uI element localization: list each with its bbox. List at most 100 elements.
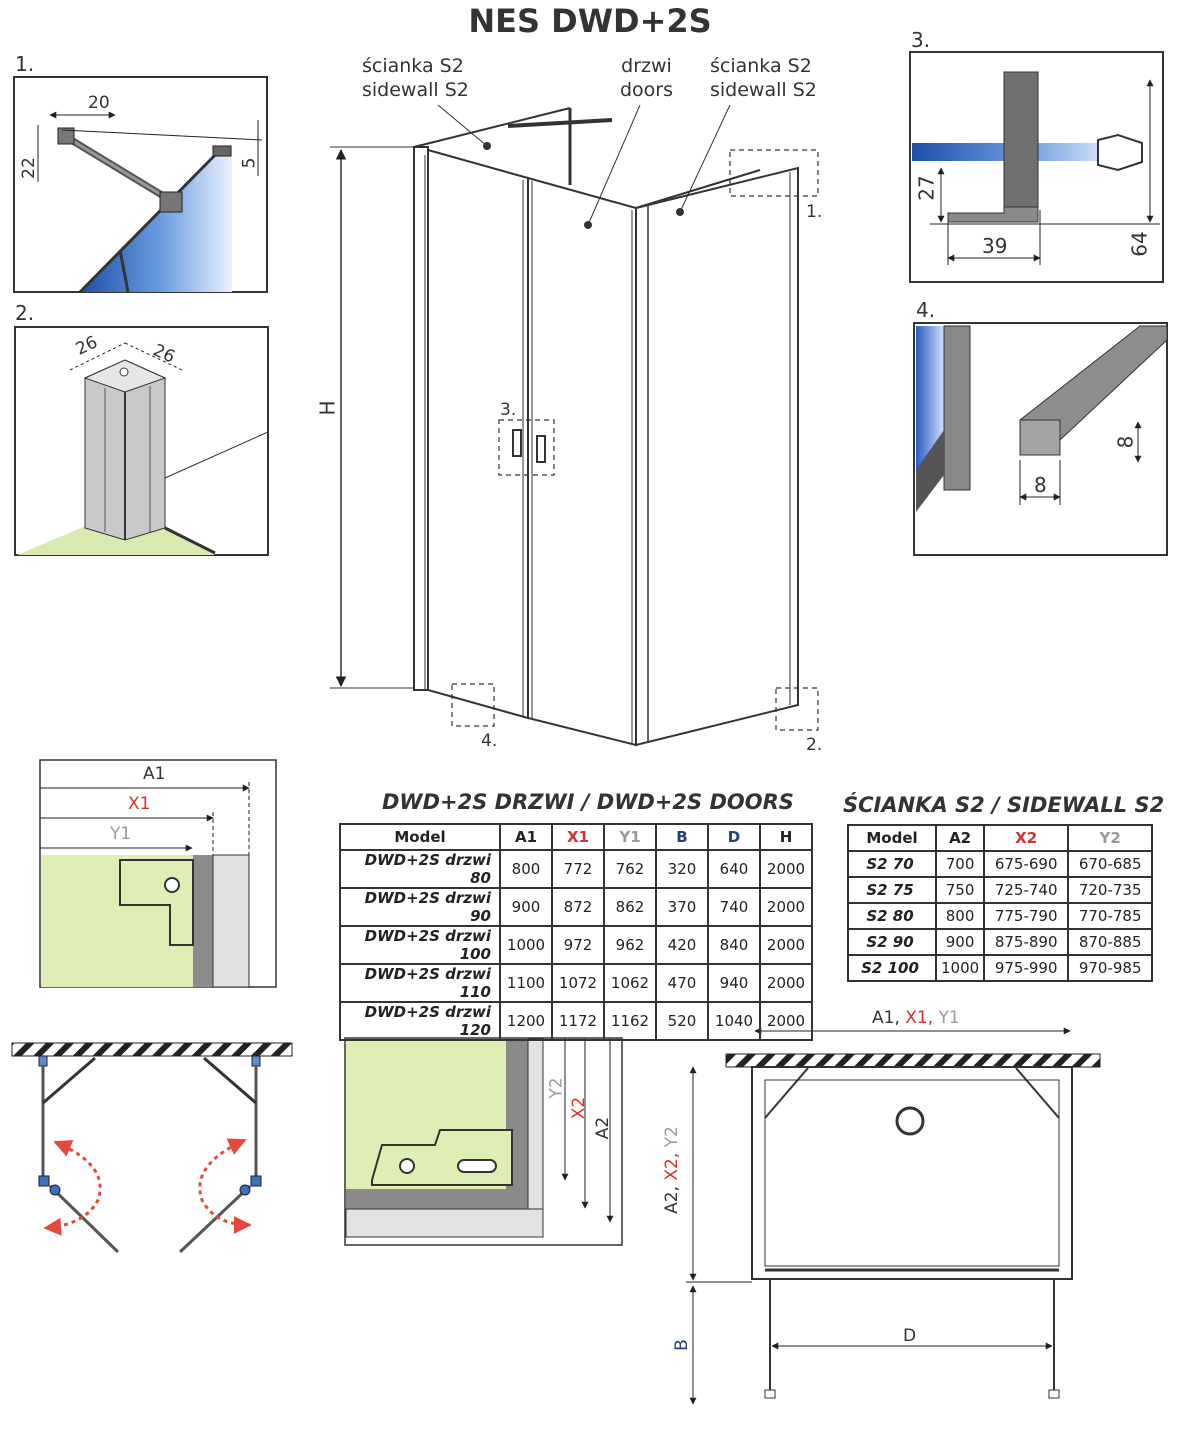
label-doors-en: doors — [620, 79, 674, 101]
table-cell: 940 — [707, 963, 761, 1003]
sidewall-table-title: ŚCIANKA S2 / SIDEWALL S2 — [843, 793, 1165, 817]
table-cell: 1072 — [551, 963, 605, 1003]
table-row: DWD+2S drzwi 120 1200 1172 1162 520 1040… — [339, 1001, 813, 1041]
table-cell: 670-685 — [1067, 850, 1154, 878]
table-cell: 2000 — [759, 925, 813, 965]
table-cell: 725-740 — [983, 876, 1070, 904]
table-cell: 640 — [707, 849, 761, 889]
table-cell: 1172 — [551, 1001, 605, 1041]
table-cell: 320 — [655, 849, 709, 889]
detail-1-dim-b: 22 — [18, 157, 39, 179]
plan-b: B — [671, 1339, 692, 1351]
detail-4-dim-b: 8 — [1034, 473, 1047, 497]
detail-4-dim-a: 8 — [1113, 435, 1138, 449]
table-cell: 1000 — [934, 954, 986, 982]
sidewall-col-a2: A2 — [934, 824, 986, 852]
table-cell: S2 70 — [847, 850, 937, 878]
table-cell: 750 — [934, 876, 986, 904]
detail-3-label: 3. — [911, 28, 931, 52]
detail-3-dim-a: 27 — [914, 175, 939, 201]
table-cell: 2000 — [759, 849, 813, 889]
plan-top-dims: A1, X1, Y1 — [872, 1008, 960, 1028]
table-cell: 1000 — [499, 925, 553, 965]
table-row: DWD+2S drzwi 80 800 772 762 320 640 2000 — [339, 849, 813, 889]
detail-4-label: 4. — [916, 298, 936, 322]
dim-y2: Y2 — [546, 1077, 567, 1099]
table-cell: 740 — [707, 887, 761, 927]
detail-1-dim-c: 5 — [239, 157, 260, 169]
table-cell: 972 — [551, 925, 605, 965]
plan-top-y: Y1 — [938, 1008, 960, 1028]
table-cell: 975-990 — [983, 954, 1070, 982]
sidewall-col-x2: X2 — [983, 824, 1070, 852]
table-cell: 700 — [934, 850, 986, 878]
doors-table: Model A1 X1 Y1 B D H DWD+2S drzwi 80 800… — [339, 823, 813, 1041]
doors-table-header: Model A1 X1 Y1 B D H — [339, 823, 813, 851]
table-cell: 520 — [655, 1001, 709, 1041]
callout-2: 2. — [806, 735, 823, 755]
table-cell: 470 — [655, 963, 709, 1003]
sidewall-col-y2: Y2 — [1067, 824, 1154, 852]
plan-d: D — [903, 1326, 917, 1346]
table-cell: 870-885 — [1067, 928, 1154, 956]
label-sidewall-left: ścianka S2 sidewall S2 — [362, 54, 469, 102]
label-doors-pl: drzwi — [621, 55, 672, 77]
sidewall-table-header: Model A2 X2 Y2 — [847, 824, 1154, 852]
detail-2-label: 2. — [15, 301, 35, 325]
table-row: DWD+2S drzwi 110 1100 1072 1062 470 940 … — [339, 963, 813, 1003]
plan-side-x: X2, — [661, 1147, 682, 1181]
dim-a1: A1 — [143, 764, 166, 784]
detail-3-dim-c: 64 — [1127, 231, 1152, 257]
table-cell: 370 — [655, 887, 709, 927]
table-cell: 1200 — [499, 1001, 553, 1041]
doors-col-b: B — [655, 823, 709, 851]
table-cell: 2000 — [759, 887, 813, 927]
detail-2-box — [14, 326, 269, 556]
table-row: S2 90 900 875-890 870-885 — [847, 928, 1154, 956]
dim-x2: X2 — [569, 1096, 590, 1120]
detail-3-box — [909, 51, 1164, 283]
table-cell: 900 — [934, 928, 986, 956]
sidewall-profile-drawing — [344, 1037, 623, 1246]
table-cell: 1162 — [603, 1001, 657, 1041]
table-cell: DWD+2S drzwi 100 — [339, 925, 501, 965]
table-cell: 2000 — [759, 963, 813, 1003]
detail-3-dim-b: 39 — [982, 234, 1008, 258]
table-cell: 420 — [655, 925, 709, 965]
table-row: S2 80 800 775-790 770-785 — [847, 902, 1154, 930]
table-cell: 872 — [551, 887, 605, 927]
dim-x1: X1 — [128, 794, 151, 814]
table-cell: 775-790 — [983, 902, 1070, 930]
door-swing-plan — [11, 1042, 293, 1254]
detail-1-label: 1. — [15, 52, 35, 76]
table-cell: 962 — [603, 925, 657, 965]
table-cell: S2 75 — [847, 876, 937, 904]
shower-cabin-drawing — [330, 104, 819, 747]
table-cell: 1040 — [707, 1001, 761, 1041]
floor-plan-drawing — [686, 1027, 1101, 1405]
table-cell: 800 — [934, 902, 986, 930]
doors-col-x1: X1 — [551, 823, 605, 851]
table-cell: S2 90 — [847, 928, 937, 956]
table-cell: 2000 — [759, 1001, 813, 1041]
table-cell: 770-785 — [1067, 902, 1154, 930]
table-cell: 875-890 — [983, 928, 1070, 956]
table-cell: 800 — [499, 849, 553, 889]
table-row: S2 75 750 725-740 720-735 — [847, 876, 1154, 904]
table-cell: 772 — [551, 849, 605, 889]
callout-3: 3. — [500, 400, 517, 420]
label-sidewall-left-pl: ścianka S2 — [362, 55, 464, 77]
dim-a2: A2 — [593, 1116, 614, 1140]
table-cell: 862 — [603, 887, 657, 927]
table-cell: S2 80 — [847, 902, 937, 930]
table-row: DWD+2S drzwi 100 1000 972 962 420 840 20… — [339, 925, 813, 965]
callout-4: 4. — [481, 731, 498, 751]
table-cell: 970-985 — [1067, 954, 1154, 982]
label-sidewall-right-en: sidewall S2 — [710, 79, 817, 101]
dim-y1: Y1 — [110, 824, 132, 844]
callout-1: 1. — [806, 202, 823, 222]
plan-side-a: A2, — [661, 1180, 682, 1214]
table-cell: 1062 — [603, 963, 657, 1003]
sidewall-table: Model A2 X2 Y2 S2 70 700 675-690 670-685… — [847, 824, 1154, 982]
